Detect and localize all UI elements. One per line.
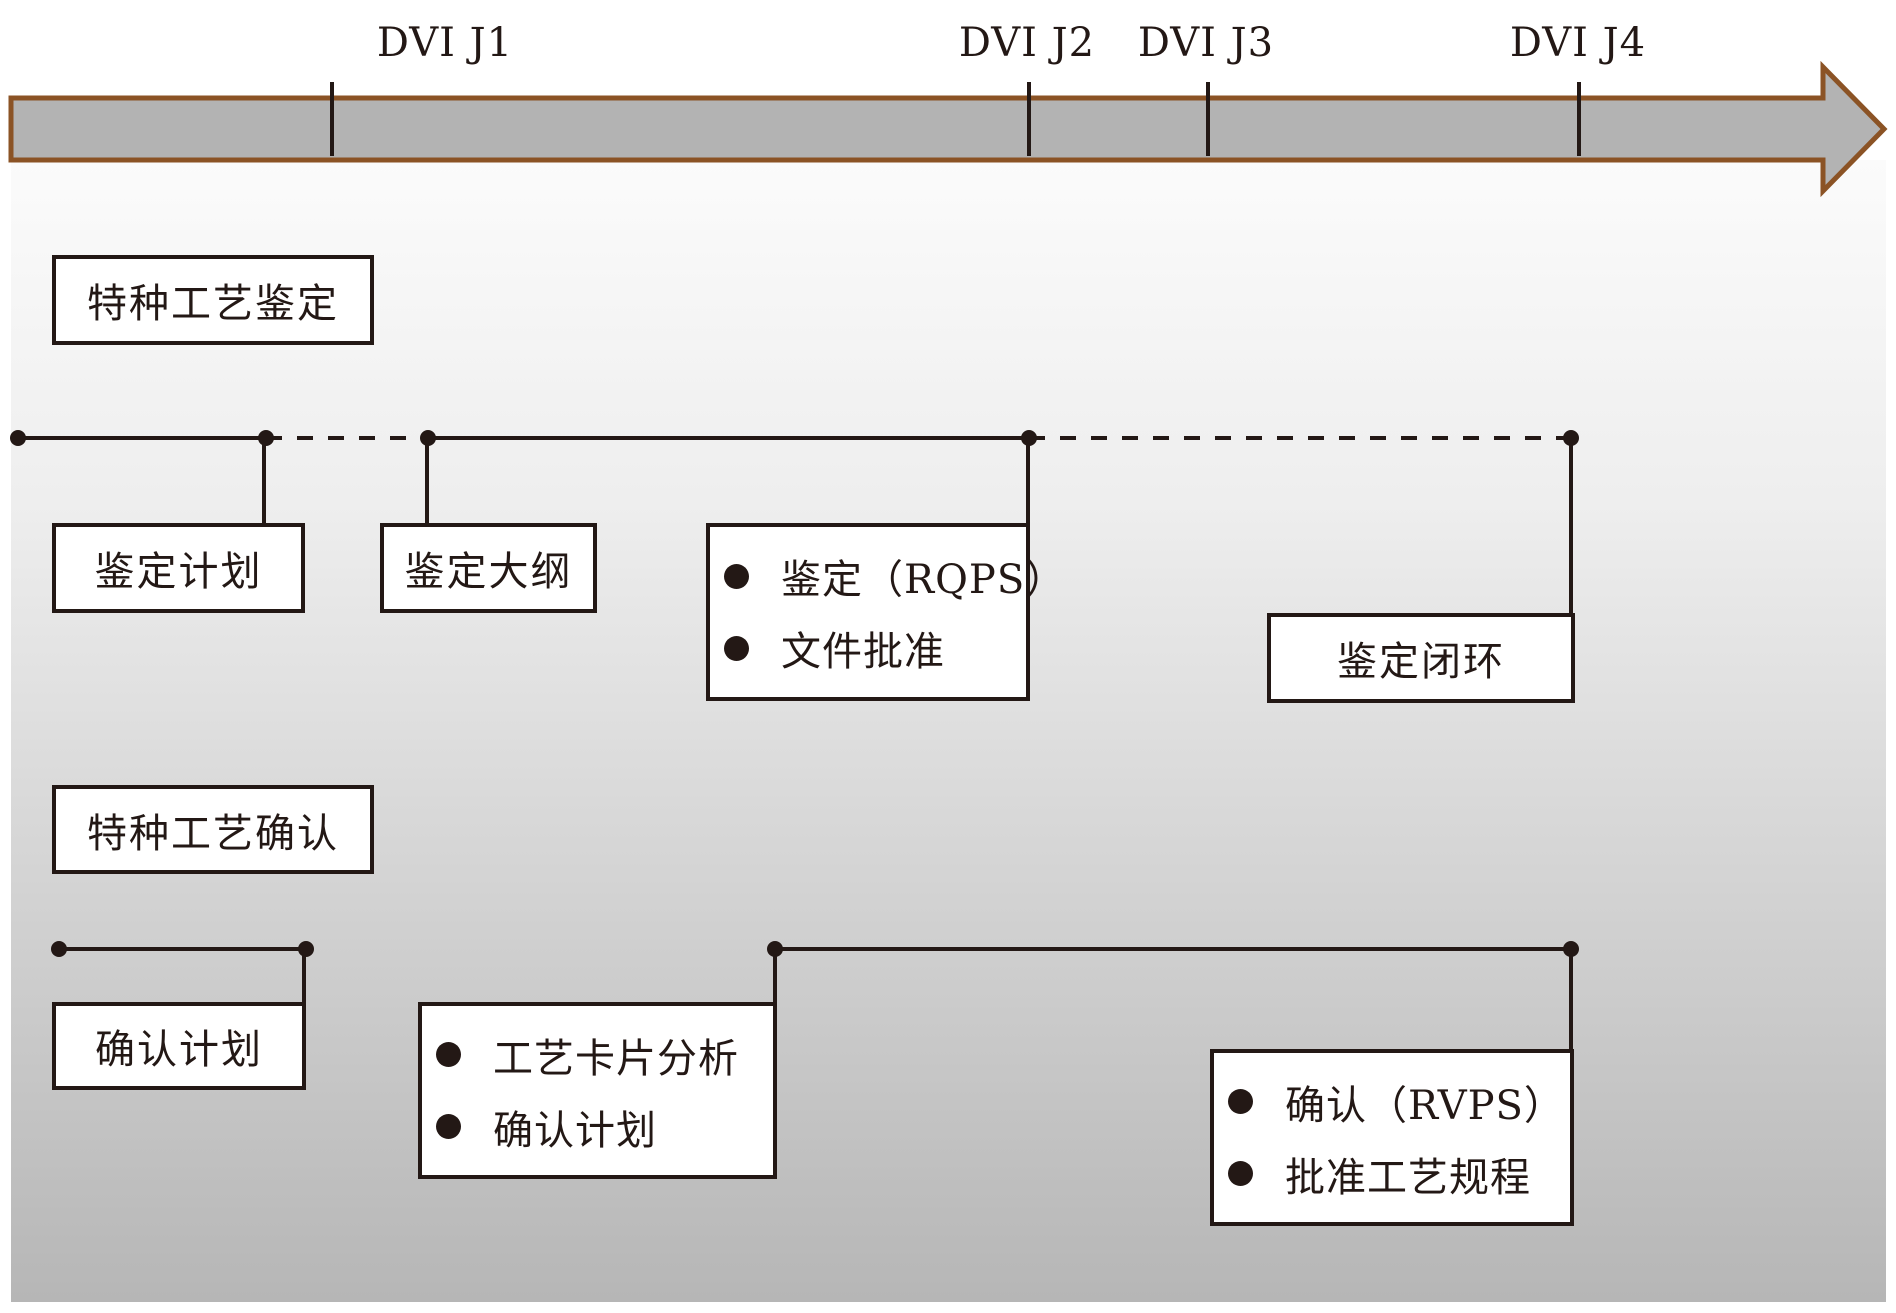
- conf-analysis-item-2: 确认计划: [493, 1107, 657, 1154]
- qual-execution-box: 鉴定（RQPS） 文件批准: [706, 523, 1065, 701]
- qual-node-start: [10, 430, 26, 446]
- list-item: 鉴定（RQPS）: [724, 540, 1065, 612]
- qual-plan-box: 鉴定计划: [52, 523, 305, 613]
- milestone-label-j2: DVI J2: [958, 20, 1096, 66]
- milestone-label-j3: DVI J3: [1137, 20, 1275, 66]
- list-item: 工艺卡片分析: [436, 1019, 773, 1091]
- milestone-label-j1: DVI J1: [376, 20, 514, 66]
- bullet-icon: [436, 1042, 461, 1067]
- list-item: 批准工艺规程: [1228, 1138, 1570, 1210]
- conf-analysis-item-1: 工艺卡片分析: [493, 1035, 739, 1082]
- qualification-title-box: 特种工艺鉴定: [52, 255, 374, 345]
- qualification-title: 特种工艺鉴定: [87, 281, 339, 327]
- bullet-icon: [724, 563, 749, 589]
- conf-plan-label: 确认计划: [95, 1027, 263, 1073]
- milestone-label-j4: DVI J4: [1509, 20, 1647, 66]
- conf-node-start: [51, 941, 67, 957]
- qual-execution-item-2: 文件批准: [781, 629, 945, 675]
- conf-analysis-box: 工艺卡片分析 确认计划: [418, 1002, 777, 1179]
- confirmation-title: 特种工艺确认: [87, 810, 339, 857]
- confirmation-title-box: 特种工艺确认: [52, 785, 374, 874]
- conf-plan-box: 确认计划: [52, 1002, 306, 1090]
- qual-execution-item-1: 鉴定（RQPS）: [781, 557, 1067, 603]
- bullet-icon: [724, 635, 749, 661]
- bullet-icon: [1228, 1161, 1253, 1186]
- list-item: 确认计划: [436, 1091, 773, 1163]
- conf-execution-box: 确认（RVPS） 批准工艺规程: [1210, 1049, 1574, 1226]
- list-item: 文件批准: [724, 612, 1026, 684]
- bullet-icon: [1228, 1089, 1253, 1114]
- conf-execution-item-2: 批准工艺规程: [1285, 1154, 1531, 1201]
- qual-outline-box: 鉴定大纲: [380, 523, 597, 613]
- bullet-icon: [436, 1114, 461, 1139]
- qual-plan-label: 鉴定计划: [94, 549, 263, 595]
- qual-closure-box: 鉴定闭环: [1267, 613, 1575, 703]
- list-item: 确认（RVPS）: [1228, 1066, 1570, 1138]
- timeline-arrow: [8, 60, 1888, 198]
- qual-outline-label: 鉴定大纲: [404, 549, 573, 595]
- conf-execution-item-1: 确认（RVPS）: [1285, 1082, 1565, 1129]
- qual-closure-label: 鉴定闭环: [1337, 639, 1505, 685]
